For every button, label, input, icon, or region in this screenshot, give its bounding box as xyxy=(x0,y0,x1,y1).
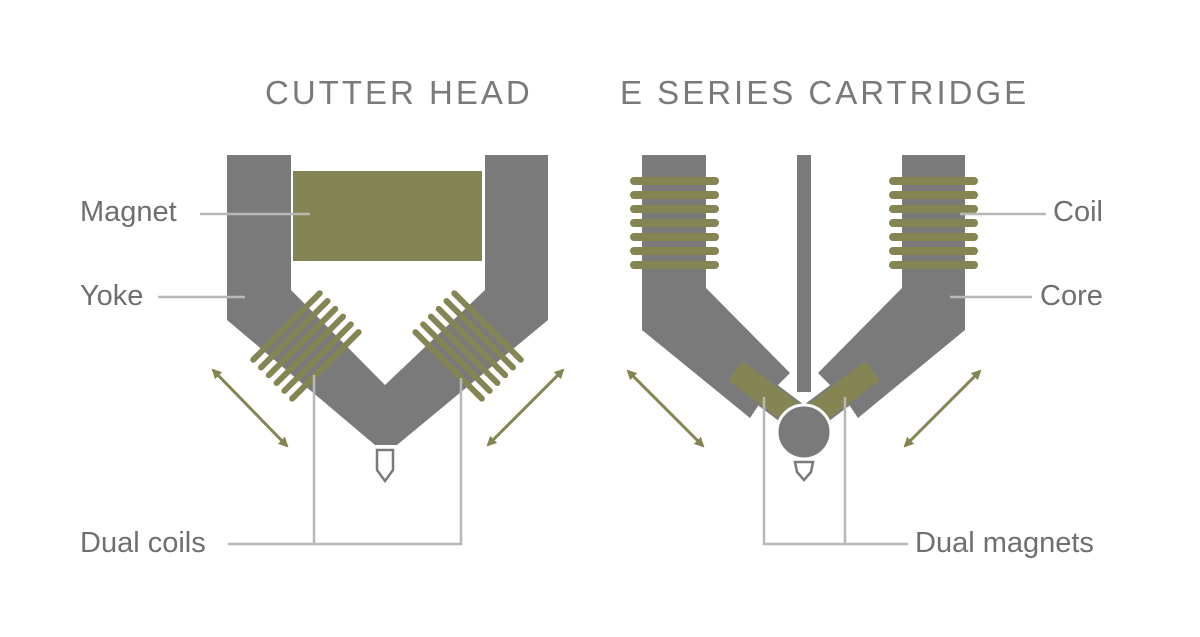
cartridge-armature xyxy=(775,403,833,461)
leader-dual-coils xyxy=(228,378,463,546)
cutter-motion-arrow-right xyxy=(486,368,565,447)
cutter-motion-arrow-left xyxy=(211,368,289,448)
cutter-head-title: CUTTER HEAD xyxy=(265,74,533,111)
label-magnet: Magnet xyxy=(80,196,177,228)
cartridge-coil-right xyxy=(889,177,978,269)
cutter-coil-left xyxy=(250,290,362,402)
e-series-cartridge-title: E SERIES CARTRIDGE xyxy=(620,74,1030,111)
cartridge-coil-left xyxy=(630,177,719,269)
label-yoke: Yoke xyxy=(80,280,144,312)
cartridge-motion-arrow-right xyxy=(903,369,982,448)
e-series-cartridge-diagram xyxy=(626,155,1046,546)
cartridge-motion-arrow-left xyxy=(626,369,705,448)
leader-dual-magnets xyxy=(762,397,908,546)
cutter-head-diagram xyxy=(158,155,565,546)
cutter-magnet xyxy=(293,171,482,261)
label-core: Core xyxy=(1040,280,1103,312)
label-dual-magnets: Dual magnets xyxy=(915,527,1094,559)
cutter-stylus xyxy=(375,448,395,484)
cartridge-center-bar xyxy=(797,155,811,392)
label-dual-coils: Dual coils xyxy=(80,527,206,559)
cartridge-stylus xyxy=(793,460,815,482)
cutter-coil-right xyxy=(412,290,524,402)
label-coil: Coil xyxy=(1053,196,1103,228)
